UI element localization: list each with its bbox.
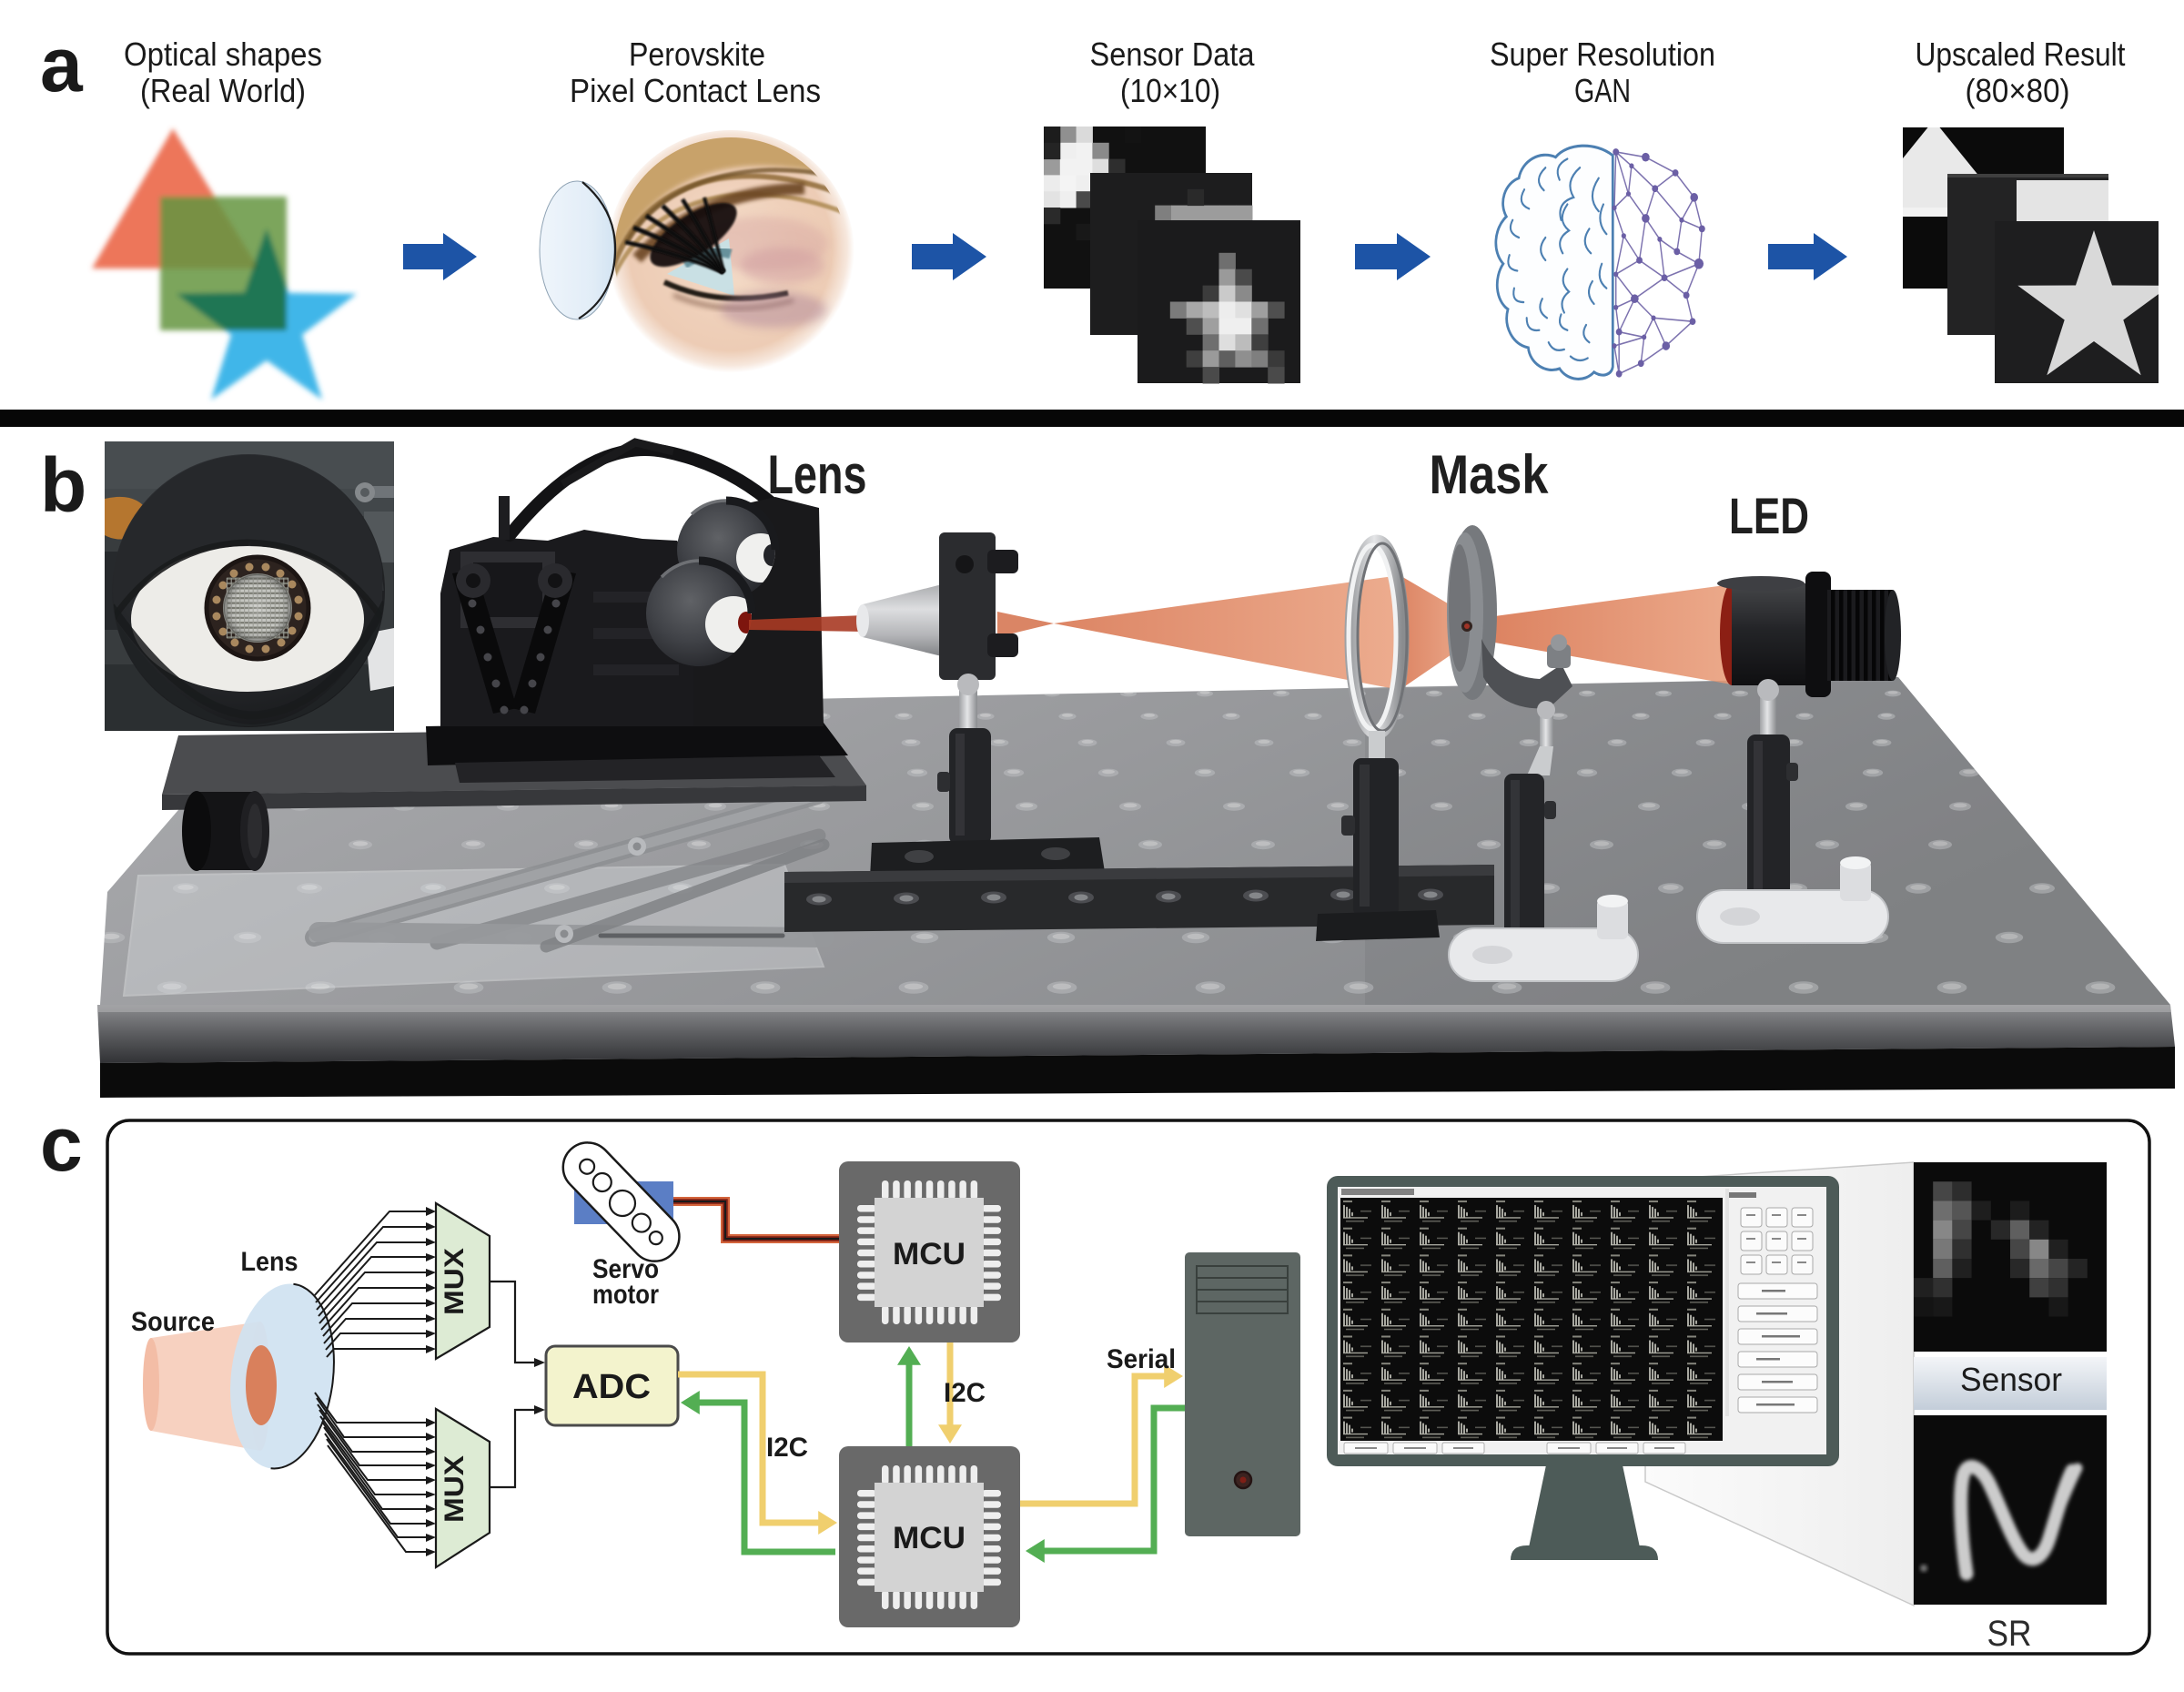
- svg-text:MUX: MUX: [440, 1248, 470, 1315]
- svg-text:(10×10): (10×10): [1120, 72, 1220, 109]
- svg-text:Pixel Contact Lens: Pixel Contact Lens: [570, 72, 821, 109]
- svg-text:Sensor Data: Sensor Data: [1090, 35, 1256, 73]
- svg-text:Super Resolution: Super Resolution: [1490, 35, 1715, 73]
- svg-text:MUX: MUX: [440, 1455, 470, 1523]
- svg-text:b: b: [40, 442, 86, 528]
- svg-text:Lens: Lens: [241, 1247, 298, 1277]
- svg-text:c: c: [40, 1101, 83, 1187]
- svg-text:Perovskite: Perovskite: [629, 35, 765, 73]
- svg-text:SR: SR: [1987, 1614, 2032, 1654]
- svg-text:MCU: MCU: [893, 1521, 966, 1555]
- svg-text:Lens: Lens: [768, 444, 867, 505]
- svg-text:(Real World): (Real World): [140, 72, 306, 109]
- svg-text:Servo: Servo: [592, 1254, 659, 1284]
- svg-text:Mask: Mask: [1430, 444, 1550, 505]
- svg-text:GAN: GAN: [1574, 72, 1631, 109]
- svg-text:LED: LED: [1729, 487, 1809, 544]
- svg-text:Sensor: Sensor: [1960, 1361, 2062, 1398]
- svg-text:ADC: ADC: [572, 1368, 651, 1406]
- svg-text:motor: motor: [592, 1280, 659, 1310]
- svg-text:Upscaled Result: Upscaled Result: [1916, 35, 2126, 73]
- svg-text:Serial: Serial: [1107, 1344, 1176, 1374]
- svg-text:I2C: I2C: [944, 1378, 986, 1408]
- svg-text:I2C: I2C: [766, 1433, 808, 1463]
- svg-text:(80×80): (80×80): [1966, 72, 2070, 109]
- svg-text:Source: Source: [131, 1307, 215, 1337]
- svg-text:a: a: [40, 22, 84, 107]
- svg-text:Optical shapes: Optical shapes: [124, 35, 322, 73]
- svg-text:MCU: MCU: [893, 1237, 966, 1272]
